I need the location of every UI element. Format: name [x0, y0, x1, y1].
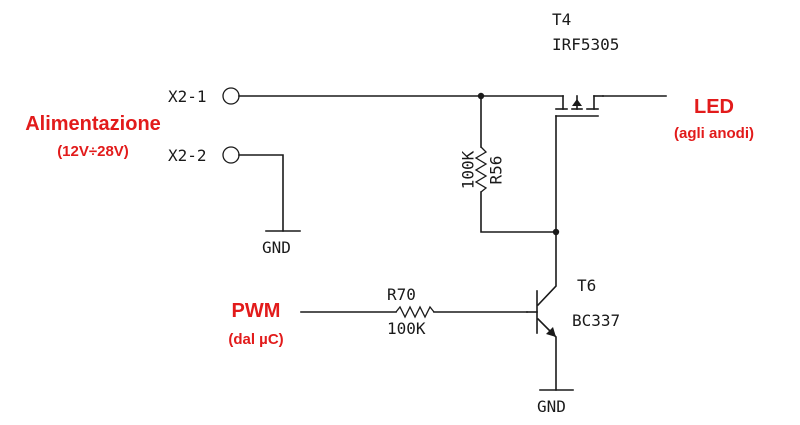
led-subtitle: (agli anodi)	[674, 125, 754, 142]
t6-ref-label: T6	[577, 276, 596, 295]
led-title: LED	[694, 96, 734, 118]
gnd-bottom-label: GND	[537, 397, 566, 416]
r70-value-label: 100K	[387, 319, 426, 338]
r56-bottom-wire	[480, 191, 557, 233]
terminal-x2-1	[222, 87, 240, 105]
mosfet-t4	[555, 95, 604, 233]
transistor-t6	[526, 231, 557, 391]
r56-value-label: 100K	[459, 150, 478, 189]
pwm-title: PWM	[232, 300, 281, 322]
supply-range: (12V÷28V)	[57, 143, 129, 160]
pwm-subtitle: (dal µC)	[228, 331, 283, 348]
x2-1-label: X2-1	[168, 87, 207, 106]
t4-ref-label: T4	[552, 10, 571, 29]
t6-part-label: BC337	[572, 311, 620, 330]
gnd-top-label: GND	[262, 238, 291, 257]
terminal-x2-2	[222, 146, 240, 164]
r70-ref-label: R70	[387, 285, 416, 304]
x2-2-label: X2-2	[168, 146, 207, 165]
ground-return-wire	[238, 154, 284, 232]
resistor-r56	[474, 146, 488, 193]
t4-part-label: IRF5305	[552, 35, 619, 54]
r56-ref-label: R56	[487, 156, 506, 185]
supply-title: Alimentazione	[25, 113, 161, 135]
resistor-r70	[395, 305, 435, 319]
